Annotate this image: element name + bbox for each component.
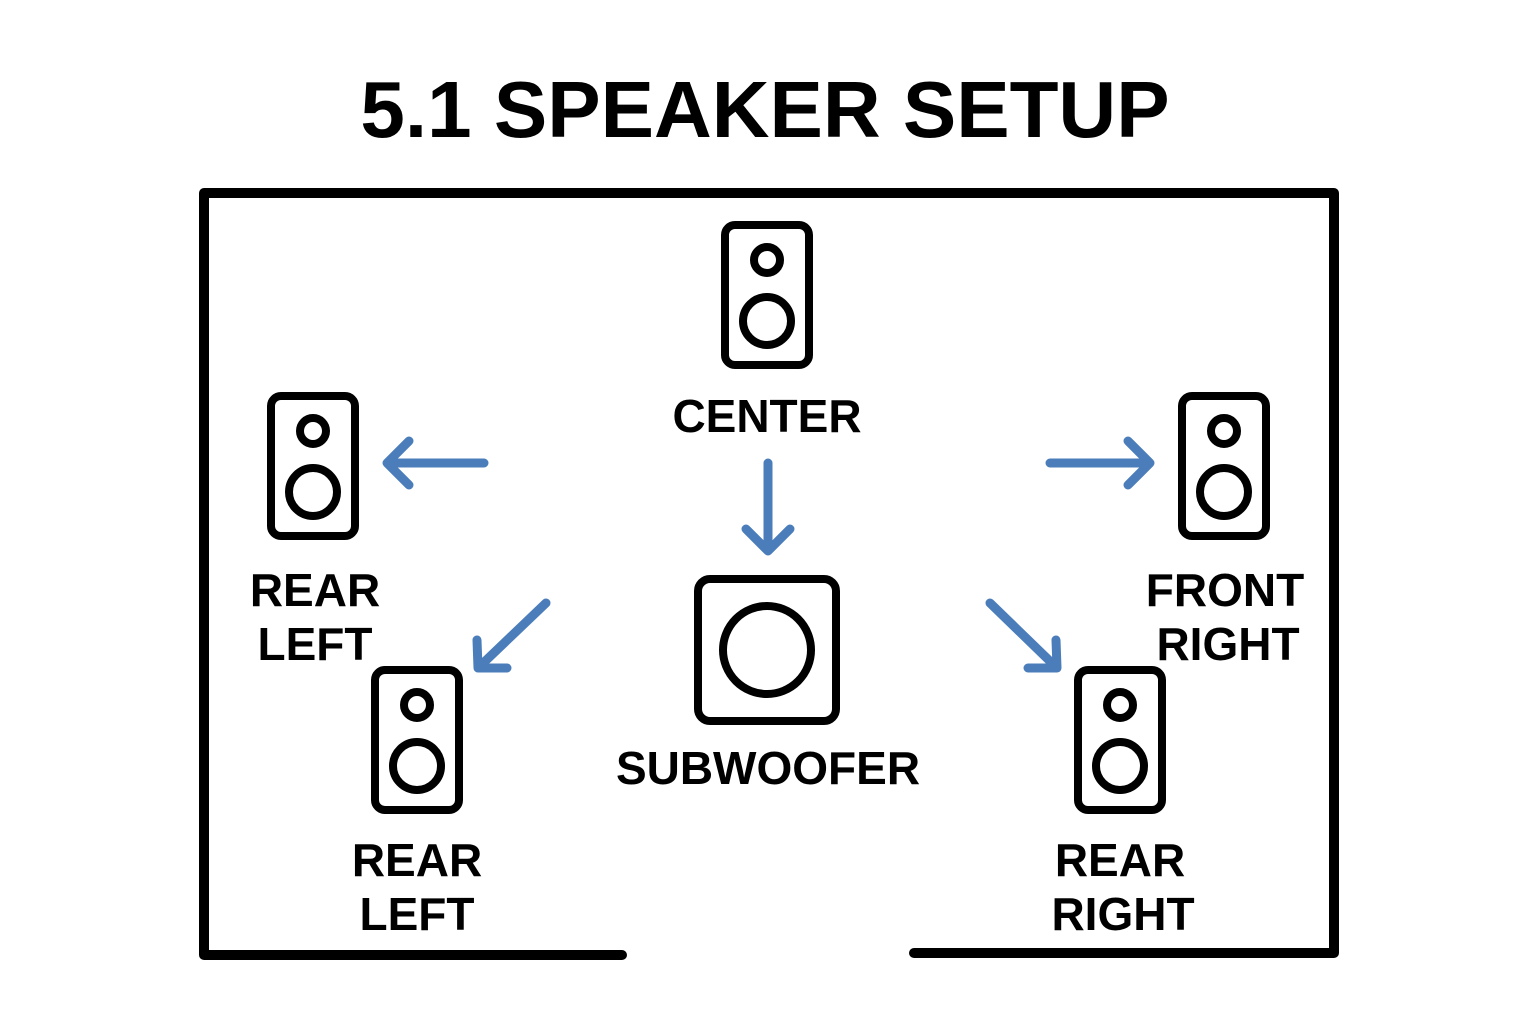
- room-wall-left-top-right: [199, 188, 1339, 960]
- speaker-rear-left-lower: REAR LEFT: [352, 666, 482, 940]
- speaker-rear-right: REAR RIGHT: [1051, 666, 1195, 940]
- speaker-label-subwoofer: SUBWOOFER: [616, 742, 920, 794]
- speaker-label-front-right-line2: RIGHT: [1156, 618, 1299, 670]
- arrow-left-icon: [382, 436, 489, 490]
- speaker-label-front-right-line1: FRONT: [1146, 564, 1304, 616]
- speaker-label-rear-left-upper-line2: LEFT: [258, 618, 373, 670]
- arrow-right-icon: [1045, 436, 1155, 490]
- speaker-center: CENTER: [672, 221, 862, 442]
- speaker-label-rear-right-line1: REAR: [1055, 834, 1185, 886]
- speaker-rear-left-upper: REAR LEFT: [250, 392, 380, 670]
- arrow-down-right-icon: [985, 598, 1062, 673]
- speaker-front-right: FRONT RIGHT: [1146, 392, 1304, 670]
- diagram-title: 5.1 SPEAKER SETUP: [360, 65, 1169, 154]
- speaker-label-rear-left-lower-line2: LEFT: [360, 888, 475, 940]
- tower-speaker-icon: [1074, 666, 1166, 814]
- tower-speaker-icon: [1178, 392, 1270, 540]
- arrow-down-icon: [741, 458, 795, 556]
- arrow-down-left-icon: [472, 598, 551, 673]
- tower-speaker-icon: [721, 221, 813, 369]
- speaker-subwoofer: SUBWOOFER: [616, 575, 920, 794]
- arrows: [382, 436, 1155, 673]
- speaker-label-center: CENTER: [672, 390, 861, 442]
- tower-speaker-icon: [267, 392, 359, 540]
- room-outline: [199, 188, 1339, 960]
- subwoofer-icon: [694, 575, 840, 725]
- tower-speaker-icon: [371, 666, 463, 814]
- speaker-label-rear-left-lower-line1: REAR: [352, 834, 482, 886]
- speaker-label-rear-left-upper-line1: REAR: [250, 564, 380, 616]
- speaker-label-rear-right-line2: RIGHT: [1051, 888, 1194, 940]
